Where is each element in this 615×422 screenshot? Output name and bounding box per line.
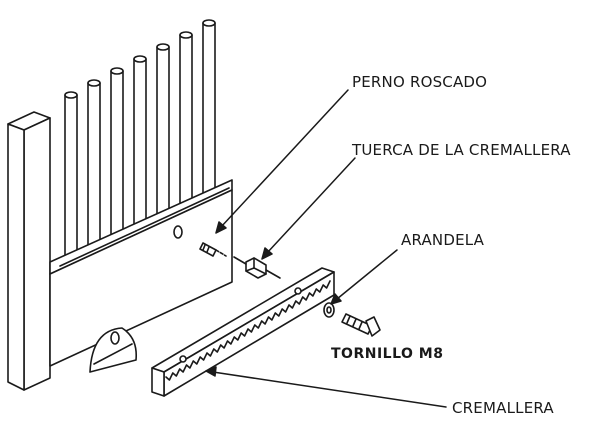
m8-screw [341, 313, 381, 337]
rack-nut [233, 256, 281, 279]
label-tornillo-m8: TORNILLO M8 [331, 346, 444, 362]
gate-bar [202, 19, 216, 195]
leader-arandela [330, 249, 398, 305]
gate-frame [49, 179, 233, 367]
gate-wheel [89, 327, 138, 373]
label-tuerca-cremallera: TUERCA DE LA CREMALLERA [352, 141, 571, 159]
gate-post [7, 111, 51, 391]
leader-tuerca [261, 157, 356, 260]
leader-perno [215, 89, 349, 234]
gate-bar [64, 91, 78, 261]
threaded-bolt [199, 242, 227, 257]
gate-bar [133, 55, 147, 228]
gate-bar [110, 67, 124, 239]
gate-hole [173, 225, 183, 239]
gate-bar [87, 79, 101, 250]
label-cremallera: CREMALLERA [452, 399, 554, 417]
leader-cremallera [205, 366, 447, 408]
label-perno-roscado: PERNO ROSCADO [352, 73, 488, 91]
label-arandela: ARANDELA [401, 231, 485, 249]
gate-hole-lower [110, 331, 120, 345]
gate-bar [156, 43, 170, 217]
gate-bar [179, 31, 193, 206]
washer [323, 302, 335, 318]
